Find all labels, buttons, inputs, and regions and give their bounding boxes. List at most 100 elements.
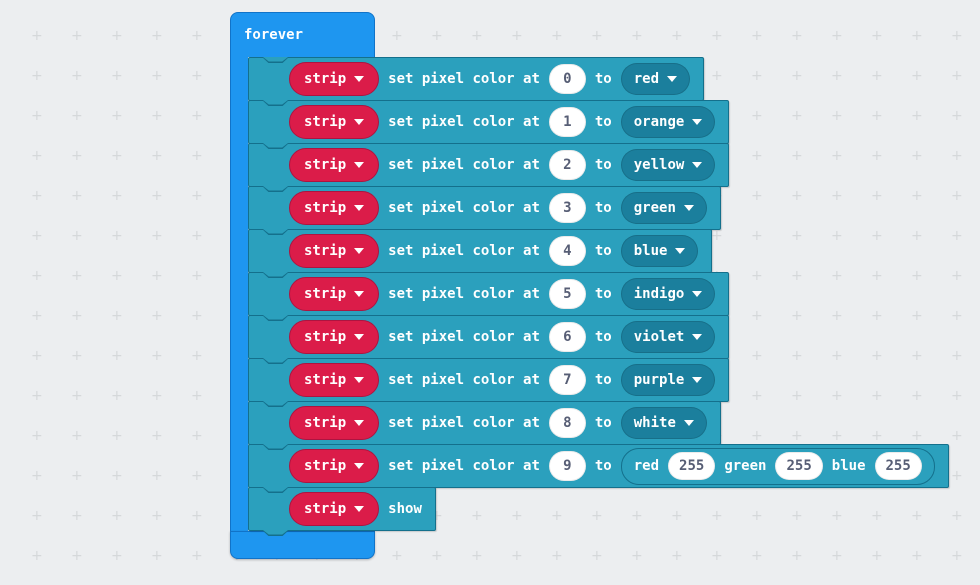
set-pixel-color-block[interactable]: strip set pixel color at 2 to yellow [248,143,730,187]
color-dropdown[interactable]: violet [620,321,716,353]
to-label: to [594,243,612,259]
grid-cross: + [791,428,803,444]
strip-variable-dropdown[interactable]: strip [289,105,380,139]
strip-show-block[interactable]: strip show [248,487,436,536]
set-pixel-color-block[interactable]: strip set pixel color at 6 to violet [248,315,730,359]
forever-label: forever [244,27,304,43]
strip-variable-dropdown[interactable]: strip [289,363,380,397]
grid-cross: + [551,508,563,524]
variable-label: strip [304,372,347,388]
strip-variable-dropdown[interactable]: strip [289,406,380,440]
color-dropdown[interactable]: white [620,407,707,439]
strip-variable-dropdown[interactable]: strip [289,320,380,354]
grid-cross: + [71,68,83,84]
grid-cross: + [151,548,163,564]
color-dropdown[interactable]: green [620,192,707,224]
dropdown-caret-icon [692,291,703,297]
grid-cross: + [71,388,83,404]
set-pixel-color-block[interactable]: strip set pixel color at 5 to indigo [248,272,730,316]
strip-variable-dropdown[interactable]: strip [289,62,380,96]
grid-cross: + [31,228,43,244]
grid-cross: + [71,308,83,324]
grid-cross: + [31,108,43,124]
color-dropdown[interactable]: purple [620,364,716,396]
color-label: violet [633,329,685,345]
red-value-field[interactable]: 255 [668,452,716,480]
set-pixel-color-block[interactable]: strip set pixel color at 0 to red [248,57,705,101]
grid-cross: + [151,228,163,244]
grid-cross: + [71,508,83,524]
action-label: set pixel color at [388,329,540,345]
show-label: show [388,501,422,517]
grid-cross: + [111,508,123,524]
grid-cross: + [71,148,83,164]
grid-cross: + [911,348,923,364]
pixel-index-field[interactable]: 8 [548,408,586,438]
variable-label: strip [304,286,347,302]
dropdown-caret-icon [692,162,703,168]
set-pixel-color-block[interactable]: strip set pixel color at 3 to green [248,186,721,230]
pixel-index-field[interactable]: 6 [548,322,586,352]
strip-variable-dropdown[interactable]: strip [289,191,380,225]
grid-cross: + [391,548,403,564]
color-dropdown[interactable]: red [620,63,691,95]
grid-cross: + [111,188,123,204]
strip-variable-dropdown[interactable]: strip [289,234,380,268]
set-pixel-color-block[interactable]: strip set pixel color at 8 to white [248,401,721,445]
grid-cross: + [911,308,923,324]
grid-cross: + [151,28,163,44]
strip-variable-dropdown[interactable]: strip [289,449,380,483]
grid-cross: + [151,68,163,84]
grid-cross: + [111,348,123,364]
pixel-index-field[interactable]: 7 [548,365,586,395]
pixel-index-field[interactable]: 4 [548,236,586,266]
pixel-index-field[interactable]: 2 [548,150,586,180]
grid-cross: + [751,388,763,404]
strip-variable-dropdown[interactable]: strip [289,148,380,182]
forever-block[interactable]: forever [230,12,375,559]
strip-variable-dropdown[interactable]: strip [289,492,380,526]
set-pixel-color-block[interactable]: strip set pixel color at 1 to orange [248,100,730,144]
dropdown-caret-icon [667,76,678,82]
action-label: set pixel color at [388,71,540,87]
action-label: set pixel color at [388,200,540,216]
color-dropdown[interactable]: yellow [620,149,716,181]
grid-cross: + [151,108,163,124]
pixel-index-field[interactable]: 0 [548,64,586,94]
pixel-index-field[interactable]: 5 [548,279,586,309]
grid-cross: + [631,508,643,524]
set-pixel-color-block[interactable]: strip set pixel color at 4 to blue [248,229,713,273]
set-pixel-color-rgb-block[interactable]: strip set pixel color at 9 to red 255 gr… [248,444,949,488]
variable-label: strip [304,458,347,474]
grid-cross: + [951,388,963,404]
grid-cross: + [31,548,43,564]
grid-cross: + [191,28,203,44]
grid-cross: + [711,68,723,84]
grid-cross: + [791,228,803,244]
grid-cross: + [831,108,843,124]
pixel-index-field[interactable]: 1 [548,107,586,137]
grid-cross: + [31,148,43,164]
grid-cross: + [911,188,923,204]
strip-variable-dropdown[interactable]: strip [289,277,380,311]
action-label: set pixel color at [388,286,540,302]
grid-cross: + [831,28,843,44]
to-label: to [594,114,612,130]
grid-cross: + [951,508,963,524]
dropdown-caret-icon [692,334,703,340]
color-dropdown[interactable]: orange [620,106,716,138]
pixel-index-field[interactable]: 3 [548,193,586,223]
forever-block-header[interactable]: forever [230,12,375,57]
set-pixel-color-block[interactable]: strip set pixel color at 7 to purple [248,358,730,402]
color-dropdown[interactable]: blue [620,235,699,267]
green-value-field[interactable]: 255 [775,452,823,480]
blue-value-field[interactable]: 255 [874,452,922,480]
rgb-color-reporter-block[interactable]: red 255 green 255 blue 255 [620,447,935,485]
color-dropdown[interactable]: indigo [620,278,716,310]
grid-cross: + [511,28,523,44]
grid-cross: + [831,428,843,444]
grid-cross: + [831,188,843,204]
grid-cross: + [871,148,883,164]
pixel-index-field[interactable]: 9 [548,451,586,481]
